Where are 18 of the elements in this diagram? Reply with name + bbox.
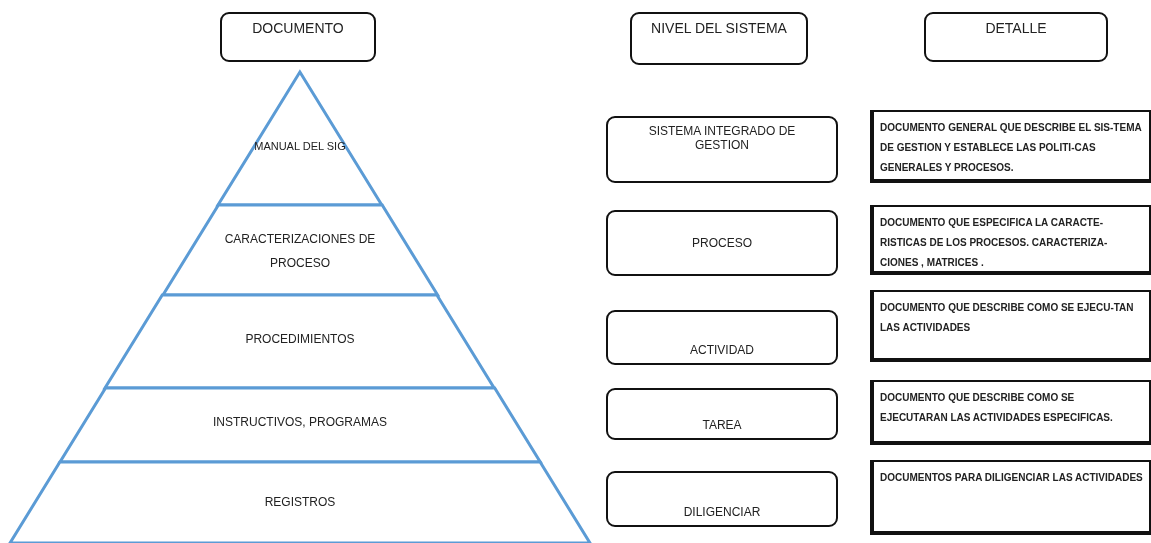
system-level-box: SISTEMA INTEGRADO DE GESTION <box>606 116 838 183</box>
system-level-box: TAREA <box>606 388 838 440</box>
level-label: CARACTERIZACIONES DE PROCESO <box>223 231 377 272</box>
level-label: MANUAL DEL SIG <box>253 139 347 154</box>
description-box: DOCUMENTO QUE DESCRIBE COMO SE EJECU-TAN LAS ACTIVIDADES <box>870 290 1151 362</box>
column-header-box: DETALLE <box>924 12 1108 62</box>
system-level-box: PROCESO <box>606 210 838 276</box>
column-header-box: NIVEL DEL SISTEMA <box>630 12 808 65</box>
description-box: DOCUMENTO QUE ESPECIFICA LA CARACTE-RISTICAS DE LOS PROCESOS. CARACTERIZA-CIONES , MATRICES . <box>870 205 1151 275</box>
system-level-box: ACTIVIDAD <box>606 310 838 365</box>
level-label: REGISTROS <box>263 494 337 511</box>
description-box: DOCUMENTO GENERAL QUE DESCRIBE EL SIS-TEMA DE GESTION Y ESTABLECE LAS POLITI-CAS GENERALES Y PROCESOS. <box>870 110 1151 183</box>
level-label: INSTRUCTIVOS, PROGRAMAS <box>211 414 388 431</box>
level-label: PROCEDIMIENTOS <box>244 331 356 348</box>
column-header-box: DOCUMENTO <box>220 12 376 62</box>
description-box: DOCUMENTOS PARA DILIGENCIAR LAS ACTIVIDADES <box>870 460 1151 535</box>
description-box: DOCUMENTO QUE DESCRIBE COMO SE EJECUTARAN LAS ACTIVIDADES ESPECIFICAS. <box>870 380 1151 445</box>
system-level-box: DILIGENCIAR <box>606 471 838 527</box>
